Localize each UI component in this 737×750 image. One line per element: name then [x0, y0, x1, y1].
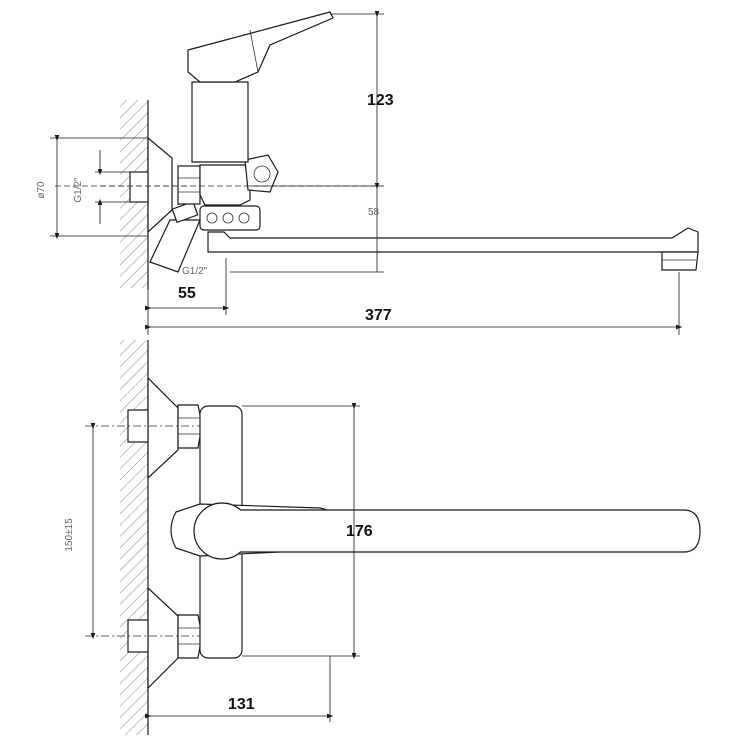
cartridge-housing [191, 81, 249, 163]
mixer-body [199, 164, 251, 206]
side-view: 123 58 ø70 G1/2" G1/2" 55 377 [36, 10, 699, 335]
lower-flange [147, 586, 179, 690]
eccentric-nut [171, 200, 199, 224]
dim-depth: 55 [178, 285, 196, 302]
lever-handle [187, 11, 334, 83]
dim-spout-offset: 58 [368, 207, 380, 218]
dim-diameter: ø70 [36, 181, 47, 199]
upper-flange [147, 376, 179, 480]
inlet-thread [129, 171, 149, 203]
wall-hatching-bottom [120, 340, 148, 735]
dim-height-side: 123 [367, 92, 394, 109]
dim-thread: G1/2" [73, 177, 84, 203]
dim-height-front: 176 [346, 523, 373, 540]
wall-flange [147, 136, 173, 234]
diverter-knob [244, 154, 279, 193]
dim-wall-offset: 131 [228, 696, 255, 713]
union-nut [177, 165, 201, 205]
eccentric-fitting [149, 219, 201, 273]
dim-reach: 377 [365, 307, 392, 324]
spout-front [240, 509, 701, 553]
aerator [661, 251, 699, 271]
spout [207, 227, 699, 253]
upper-nut [177, 404, 203, 449]
swivel-ring [199, 205, 261, 231]
lower-nut [177, 614, 203, 659]
front-view: 150±15 176 131 [64, 340, 701, 735]
dim-thread-lower: G1/2" [182, 266, 208, 277]
dim-center-distance: 150±15 [64, 518, 75, 552]
